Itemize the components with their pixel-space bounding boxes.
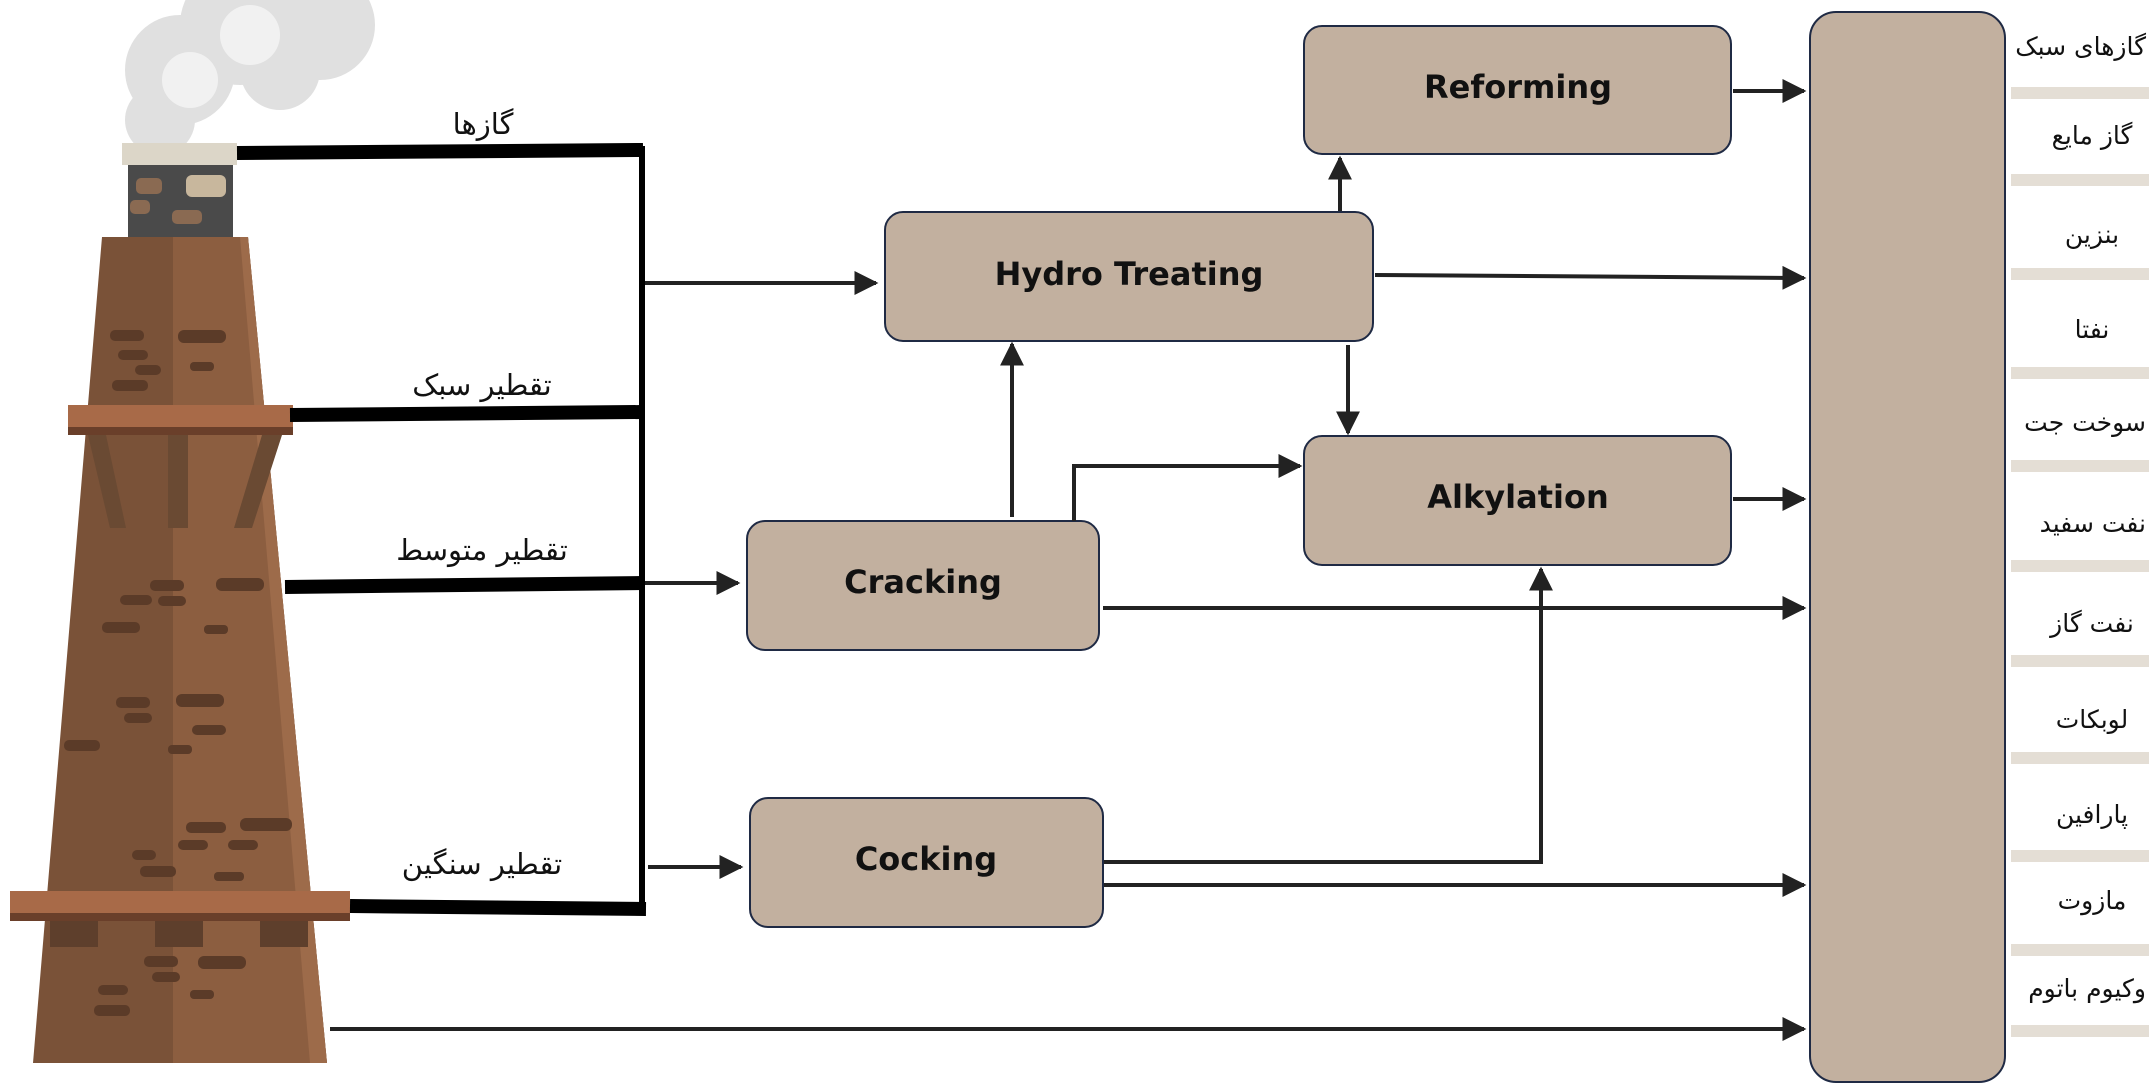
product-item: مازوت: [2058, 886, 2127, 916]
product-item: نفت سفید: [2040, 509, 2146, 538]
product-separators: [2011, 87, 2149, 1037]
feed-lines: [236, 143, 647, 916]
product-item: گاز مایع: [2052, 121, 2133, 151]
product-item: نفتا: [2075, 315, 2110, 344]
unit-reforming: Reforming: [1303, 25, 1732, 155]
product-collector: [1809, 11, 2006, 1083]
flow-arrows: [330, 79, 1807, 1041]
product-list: گازهای سبک گاز مایع بنزین نفتا سوخت جت ن…: [2015, 32, 2146, 1004]
unit-label-cocking: Cocking: [855, 840, 997, 878]
product-item: لوبکات: [2056, 705, 2128, 734]
arrow-cocking-to-alkylation: [1104, 566, 1553, 864]
unit-label-alkylation: Alkylation: [1427, 478, 1608, 516]
product-item: سوخت جت: [2024, 408, 2146, 437]
product-item: وکیوم باتوم: [2028, 974, 2146, 1004]
arrow-hydro-treating-to-collector: [1374, 265, 1807, 290]
feed-label-light: تقطیر سبک: [412, 368, 552, 402]
unit-cracking: Cracking: [746, 520, 1100, 651]
product-item: نفت گاز: [2048, 609, 2134, 638]
unit-label-hydro-treating: Hydro Treating: [995, 255, 1264, 293]
feed-label-middle: تقطیر متوسط: [396, 533, 568, 567]
distillation-tower-icon: [10, 143, 350, 1063]
unit-cocking: Cocking: [749, 797, 1104, 928]
product-item: بنزین: [2065, 220, 2119, 249]
feed-label-heavy: تقطیر سنگین: [402, 847, 562, 881]
arrow-cracking-to-alkylation: [1072, 454, 1303, 521]
product-item: پارافین: [2056, 800, 2128, 829]
unit-hydro-treating: Hydro Treating: [884, 211, 1374, 342]
unit-label-reforming: Reforming: [1424, 68, 1612, 106]
feed-label-gases: گازها: [453, 107, 514, 141]
unit-label-cracking: Cracking: [844, 563, 1002, 601]
unit-alkylation: Alkylation: [1303, 435, 1732, 566]
smoke-cloud-highlight: [162, 5, 280, 108]
product-item: گازهای سبک: [2015, 32, 2146, 61]
